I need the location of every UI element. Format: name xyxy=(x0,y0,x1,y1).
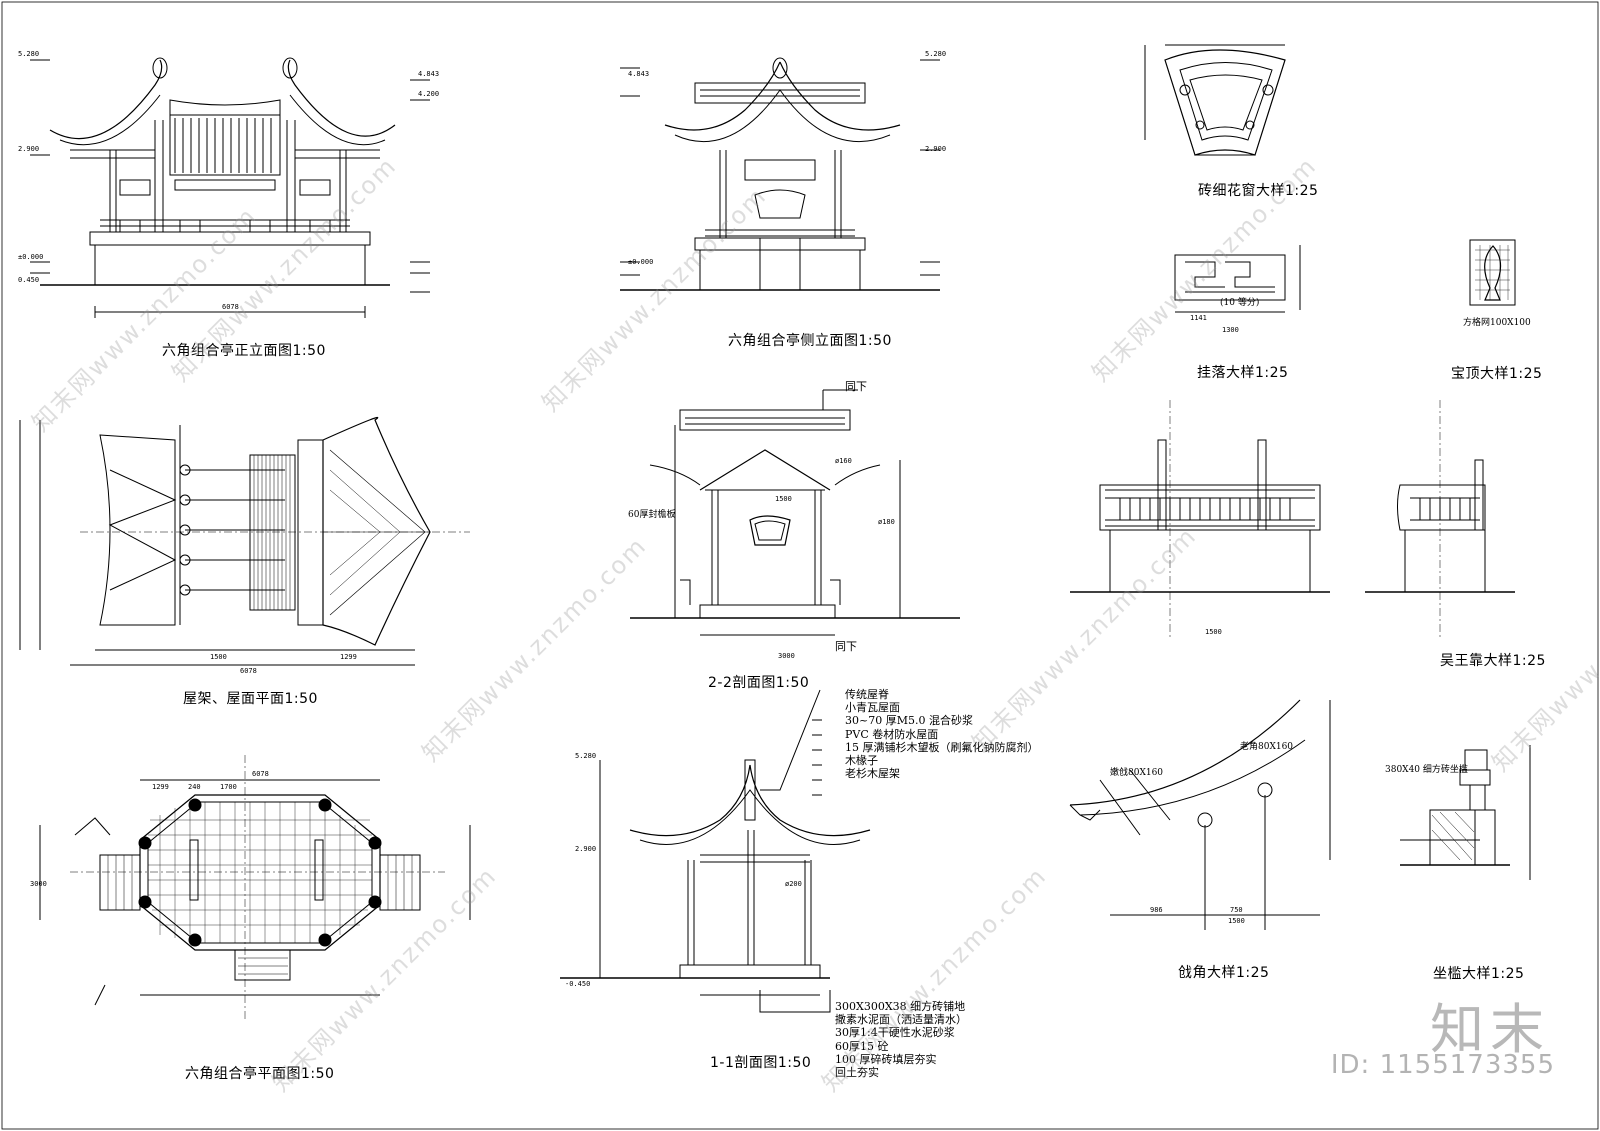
dia-180-sec22: ø180 xyxy=(878,518,895,526)
width-1299-plan: 1299 xyxy=(152,783,169,791)
same-below-label-bottom: 同下 xyxy=(835,640,857,653)
elev-4843-front: 4.843 xyxy=(418,70,440,78)
eave-corner-detail-drawing xyxy=(1069,699,1331,930)
section-2-2-drawing xyxy=(630,389,960,636)
title-side-elevation: 六角组合亭侧立面图1:50 xyxy=(728,333,892,349)
floor-layer-6: 回土夯实 xyxy=(835,1065,879,1079)
width-1300-hanging: 1300 xyxy=(1222,326,1239,334)
id-tag: ID: 1155173355 xyxy=(1330,1050,1555,1080)
title-section-2-2: 2-2剖面图1:50 xyxy=(708,675,810,691)
floor-layer-notes: 300X300X38 细方砖铺地 撒素水泥面（洒适量清水） 30厚1:4干硬性水… xyxy=(835,1000,967,1079)
width-1141-hanging: 1141 xyxy=(1190,314,1207,322)
window-detail-drawing xyxy=(1144,44,1286,156)
width-6078-plan: 6078 xyxy=(252,770,269,778)
width-6078-front: 6078 xyxy=(222,303,239,311)
tender-corner-label: 嫩戗80X160 xyxy=(1110,768,1164,778)
elev-5280-side: 5.280 xyxy=(925,50,947,58)
width-1500-eave: 1500 xyxy=(1228,917,1245,925)
equal-parts-label: (10 等分) xyxy=(1220,298,1260,308)
elev-5280-front: 5.280 xyxy=(18,50,40,58)
title-finial-detail: 宝顶大样1:25 xyxy=(1451,366,1543,382)
width-3000-sec22: 3000 xyxy=(778,652,795,660)
elev-2900-side: 2.900 xyxy=(925,145,947,153)
title-window-detail: 砖细花窗大样1:25 xyxy=(1198,183,1319,199)
same-below-label-top: 同下 xyxy=(845,380,867,393)
width-986-eave: 986 xyxy=(1150,906,1163,914)
elev-neg0450-sec11: -0.450 xyxy=(565,980,591,988)
floor-layer-4: 60厚15 砼 xyxy=(835,1039,889,1053)
floor-layer-2: 撒素水泥面（洒适量清水） xyxy=(835,1013,967,1027)
grid-note: 方格网100X100 xyxy=(1463,318,1531,328)
floor-layer-1: 300X300X38 细方砖铺地 xyxy=(835,1000,966,1013)
seat-back-detail-drawing xyxy=(1070,400,1515,640)
roof-layer-1: 传统屋脊 xyxy=(845,688,889,701)
width-1500-sec22: 1500 xyxy=(775,495,792,503)
width-240-plan: 240 xyxy=(188,783,201,791)
elev-0000-front: ±0.000 xyxy=(18,253,44,261)
brand-logo: 知末 xyxy=(1430,998,1550,1061)
title-front-elevation: 六角组合亭正立面图1:50 xyxy=(162,343,326,359)
elev-5280-sec11: 5.280 xyxy=(575,752,597,760)
bench-detail-drawing xyxy=(1400,745,1531,880)
roof-layer-notes: 传统屋脊 小青瓦屋面 30~70 厚M5.0 混合砂浆 PVC 卷材防水屋面 1… xyxy=(845,688,1039,780)
roof-layer-4: PVC 卷材防水屋面 xyxy=(845,727,939,741)
width-1700-plan: 1700 xyxy=(220,783,237,791)
side-elevation-drawing xyxy=(620,57,940,291)
width-6078-roof: 6078 xyxy=(240,667,257,675)
elev-4200-front: 4.200 xyxy=(418,90,440,98)
board-note: 60厚封檐板 xyxy=(628,510,676,520)
title-section-1-1: 1-1剖面图1:50 xyxy=(710,1055,812,1071)
section-1-1-drawing xyxy=(560,689,871,1013)
title-bench-detail: 坐槛大样1:25 xyxy=(1433,966,1525,982)
roof-layer-5: 15 厚满铺杉木望板（刷氟化钠防腐剂） xyxy=(845,740,1039,754)
elev-0450-front: 0.450 xyxy=(18,276,40,284)
floor-layer-3: 30厚1:4干硬性水泥砂浆 xyxy=(835,1026,955,1040)
roof-layer-3: 30~70 厚M5.0 混合砂浆 xyxy=(845,714,973,728)
roof-layer-6: 木椽子 xyxy=(845,753,878,767)
elev-2900-front: 2.900 xyxy=(18,145,40,153)
width-1299-roof: 1299 xyxy=(340,653,357,661)
roof-layer-2: 小青瓦屋面 xyxy=(845,701,900,715)
elev-0000-side: ±0.000 xyxy=(628,258,654,266)
height-3000-plan: 3000 xyxy=(30,880,47,888)
width-1500-roof: 1500 xyxy=(210,653,227,661)
dia-160-sec22: ø160 xyxy=(835,457,852,465)
title-seat-back-detail: 吴王靠大样1:25 xyxy=(1440,653,1546,669)
dia-200-sec11: ø200 xyxy=(785,880,802,888)
elev-4843-side: 4.843 xyxy=(628,70,650,78)
roof-layer-7: 老杉木屋架 xyxy=(845,767,900,781)
title-plan: 六角组合亭平面图1:50 xyxy=(185,1066,335,1082)
title-roof-plan: 屋架、屋面平面1:50 xyxy=(183,691,318,707)
width-1500-seat: 1500 xyxy=(1205,628,1222,636)
roof-plan-drawing xyxy=(19,416,470,666)
floor-layer-5: 100 厚碎砖填层夯实 xyxy=(835,1052,937,1066)
bench-material-note: 380X40 细方砖坐槛 xyxy=(1385,765,1468,775)
front-elevation-drawing xyxy=(30,57,430,318)
elev-2900-sec11: 2.900 xyxy=(575,845,597,853)
title-hanging-detail: 挂落大样1:25 xyxy=(1197,365,1289,381)
finial-detail-drawing xyxy=(1469,239,1516,306)
plan-drawing xyxy=(39,755,471,1020)
title-eave-corner-detail: 戗角大样1:25 xyxy=(1178,965,1270,981)
hanging-detail-drawing xyxy=(1174,245,1301,313)
old-corner-label: 老角80X160 xyxy=(1240,742,1294,752)
width-750-eave: 750 xyxy=(1230,906,1243,914)
